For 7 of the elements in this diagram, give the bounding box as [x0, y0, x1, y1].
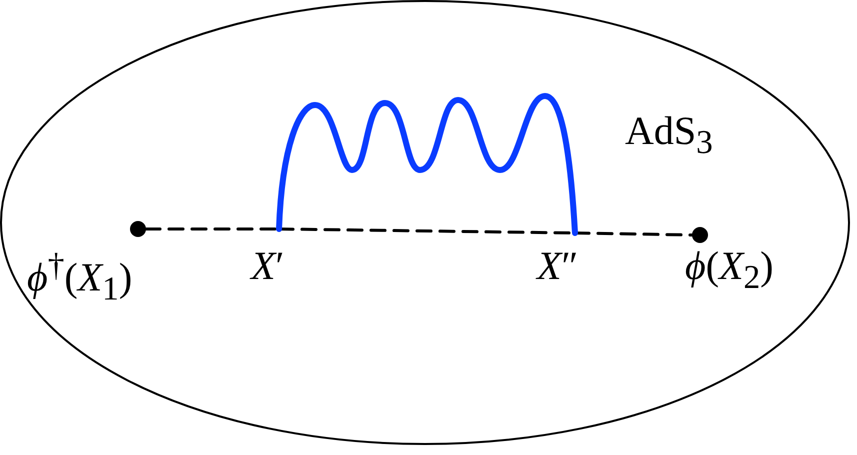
point-label: ϕ(X$_{2}$)	[685, 243, 774, 298]
ellipse-region	[0, 0, 850, 445]
point-label: X′	[251, 243, 284, 289]
point-label: X″	[537, 243, 578, 289]
point-label: ϕ$^{†}$(X$_{1}$)	[27, 246, 132, 310]
space-label: AdS$_{3}$	[625, 108, 713, 163]
wavy-line	[276, 93, 578, 236]
